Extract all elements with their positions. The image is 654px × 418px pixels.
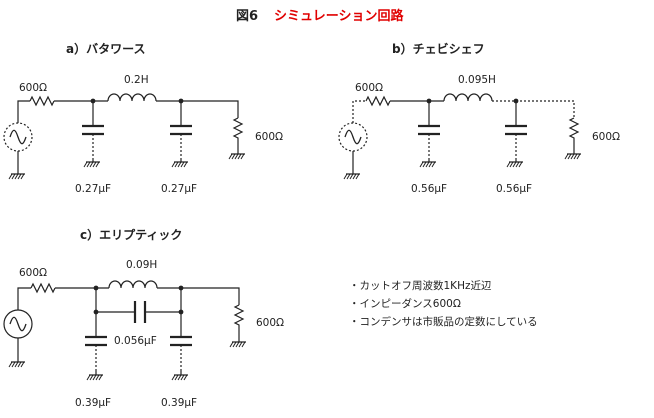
resistor-icon bbox=[30, 282, 56, 294]
resistor-icon bbox=[568, 117, 580, 150]
resistor-icon bbox=[232, 117, 244, 150]
circuit-b-load-resistor-label: 600Ω bbox=[592, 131, 620, 143]
ground-icon bbox=[564, 150, 581, 160]
ground-icon bbox=[8, 170, 25, 180]
circuit-b-heading: b）チェビシェフ bbox=[392, 41, 485, 56]
circuit-c-load-resistor-label: 600Ω bbox=[256, 317, 284, 329]
ground-icon bbox=[8, 358, 25, 368]
figure-number: 図6 bbox=[236, 9, 258, 24]
circuit-b-source-lead bbox=[352, 100, 366, 123]
ground-icon bbox=[228, 150, 245, 160]
inductor-icon bbox=[108, 280, 158, 289]
circuit-c-source-resistor-label: 600Ω bbox=[19, 267, 47, 279]
resistor-icon bbox=[233, 304, 245, 338]
circuit-c-cap1-label: 0.39μF bbox=[75, 397, 111, 409]
capacitor-icon bbox=[170, 335, 192, 347]
capacitor-icon bbox=[82, 124, 104, 136]
notes: ・カットオフ周波数1KHz近辺 ・インピーダンス600Ω ・コンデンサは市販品の… bbox=[349, 279, 538, 328]
note-item: ・コンデンサは市販品の定数にしている bbox=[349, 315, 538, 328]
circuit-b-wire-2 bbox=[492, 100, 575, 118]
capacitor-icon bbox=[170, 124, 192, 136]
ground-icon bbox=[419, 158, 436, 168]
ground-icon bbox=[506, 158, 523, 168]
ground-icon bbox=[229, 338, 246, 348]
circuit-c-cap2-label: 0.39μF bbox=[161, 397, 197, 409]
circuit-c-heading: c）エリプティック bbox=[80, 227, 182, 242]
capacitor-icon bbox=[85, 335, 107, 347]
note-item: ・インピーダンス600Ω bbox=[349, 297, 461, 310]
resistor-icon bbox=[365, 95, 391, 107]
butterworth-circuit: a）バタワース 600Ω 0.2H 600Ω 0.27μF 0.27μF bbox=[17, 41, 283, 195]
resistor-icon bbox=[29, 95, 55, 107]
ac-source-icon bbox=[3, 309, 33, 339]
circuit-c-source-lead bbox=[17, 287, 31, 310]
circuit-a-source-resistor-label: 600Ω bbox=[19, 82, 47, 94]
ac-source-icon bbox=[338, 122, 368, 152]
circuit-a-heading: a）バタワース bbox=[66, 41, 146, 56]
ground-icon bbox=[171, 371, 188, 381]
elliptic-circuit: c）エリプティック 600Ω 0.09H 600Ω 0.056μF 0.39μF… bbox=[17, 227, 284, 409]
circuit-a-cap2-label: 0.27μF bbox=[161, 183, 197, 195]
ac-source-icon bbox=[3, 122, 33, 152]
circuit-b-cap1-label: 0.56μF bbox=[411, 183, 447, 195]
circuit-a-load-resistor-label: 600Ω bbox=[255, 131, 283, 143]
capacitor-icon bbox=[418, 124, 440, 136]
inductor-icon bbox=[107, 93, 157, 102]
circuit-c-parallel-cap-label: 0.056μF bbox=[114, 335, 157, 347]
inductor-icon bbox=[443, 93, 493, 102]
circuit-a-inductor-label: 0.2H bbox=[124, 74, 149, 86]
circuit-b-inductor-label: 0.095H bbox=[458, 74, 496, 86]
circuit-a-cap1-label: 0.27μF bbox=[75, 183, 111, 195]
ground-icon bbox=[86, 371, 103, 381]
chebyshev-circuit: b）チェビシェフ 600Ω 0.095H 600Ω 0.56μF 0.56μF bbox=[352, 41, 620, 195]
ground-icon bbox=[171, 158, 188, 168]
circuit-a-source-lead bbox=[17, 100, 30, 123]
circuit-c-inductor-label: 0.09H bbox=[126, 259, 157, 271]
figure-title: シミュレーション回路 bbox=[274, 8, 404, 24]
circuit-b-cap2-label: 0.56μF bbox=[496, 183, 532, 195]
circuit-b-source-resistor-label: 600Ω bbox=[355, 82, 383, 94]
ground-icon bbox=[83, 158, 100, 168]
circuit-c-parallel-leads bbox=[95, 288, 182, 312]
capacitor-icon bbox=[133, 301, 147, 323]
circuit-c-wire-2 bbox=[157, 287, 240, 305]
circuit-a-wire-2 bbox=[156, 100, 239, 118]
capacitor-icon bbox=[505, 124, 527, 136]
note-item: ・カットオフ周波数1KHz近辺 bbox=[349, 279, 492, 292]
ground-icon bbox=[343, 170, 360, 180]
